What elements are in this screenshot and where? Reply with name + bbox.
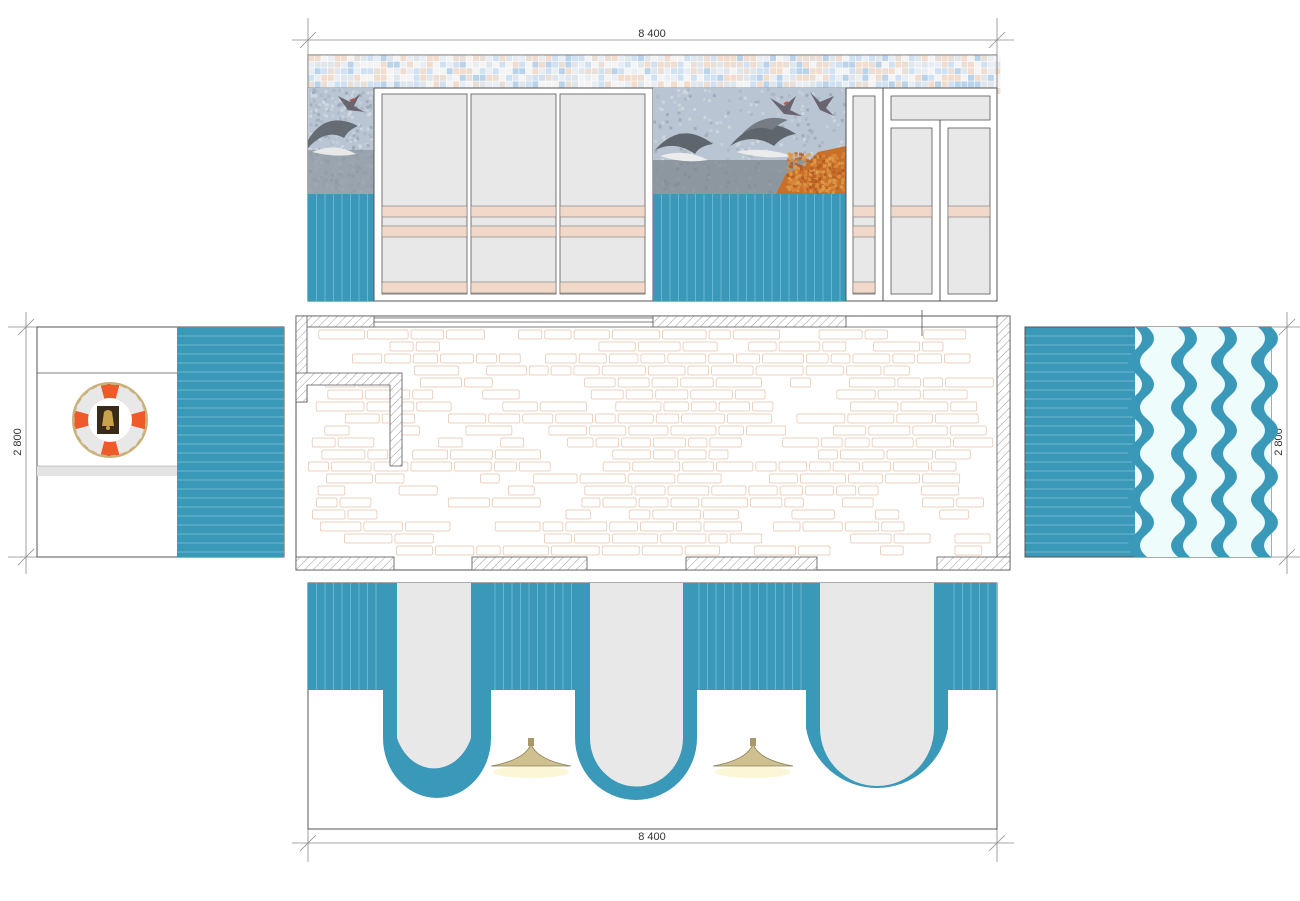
- lamp-icon: [712, 738, 794, 778]
- arch-window: [575, 583, 697, 800]
- bird-icon: [770, 92, 834, 116]
- dimension-lines: [8, 18, 1300, 862]
- left-height-label: 2 800: [12, 428, 24, 456]
- dolphin-icon: [655, 117, 796, 162]
- elevation-left: [36, 326, 285, 558]
- elevation-right: [1024, 326, 1278, 558]
- stone-wall-pattern: [308, 329, 994, 556]
- top-width-label: 8 400: [638, 28, 666, 40]
- elevation-bottom: [307, 582, 998, 830]
- dolphin-icon: [308, 120, 358, 156]
- arch-window: [806, 583, 948, 789]
- arch-window: [383, 583, 491, 798]
- wave-panel: [1128, 327, 1278, 557]
- elevation-top: [307, 54, 1001, 302]
- bottom-width-label: 8 400: [638, 831, 666, 843]
- bell-icon: [97, 406, 119, 434]
- bird-icon: [338, 94, 364, 112]
- lamp-icon: [490, 738, 572, 778]
- lifebuoy-icon: [72, 382, 148, 458]
- floor-plan: [295, 310, 1011, 571]
